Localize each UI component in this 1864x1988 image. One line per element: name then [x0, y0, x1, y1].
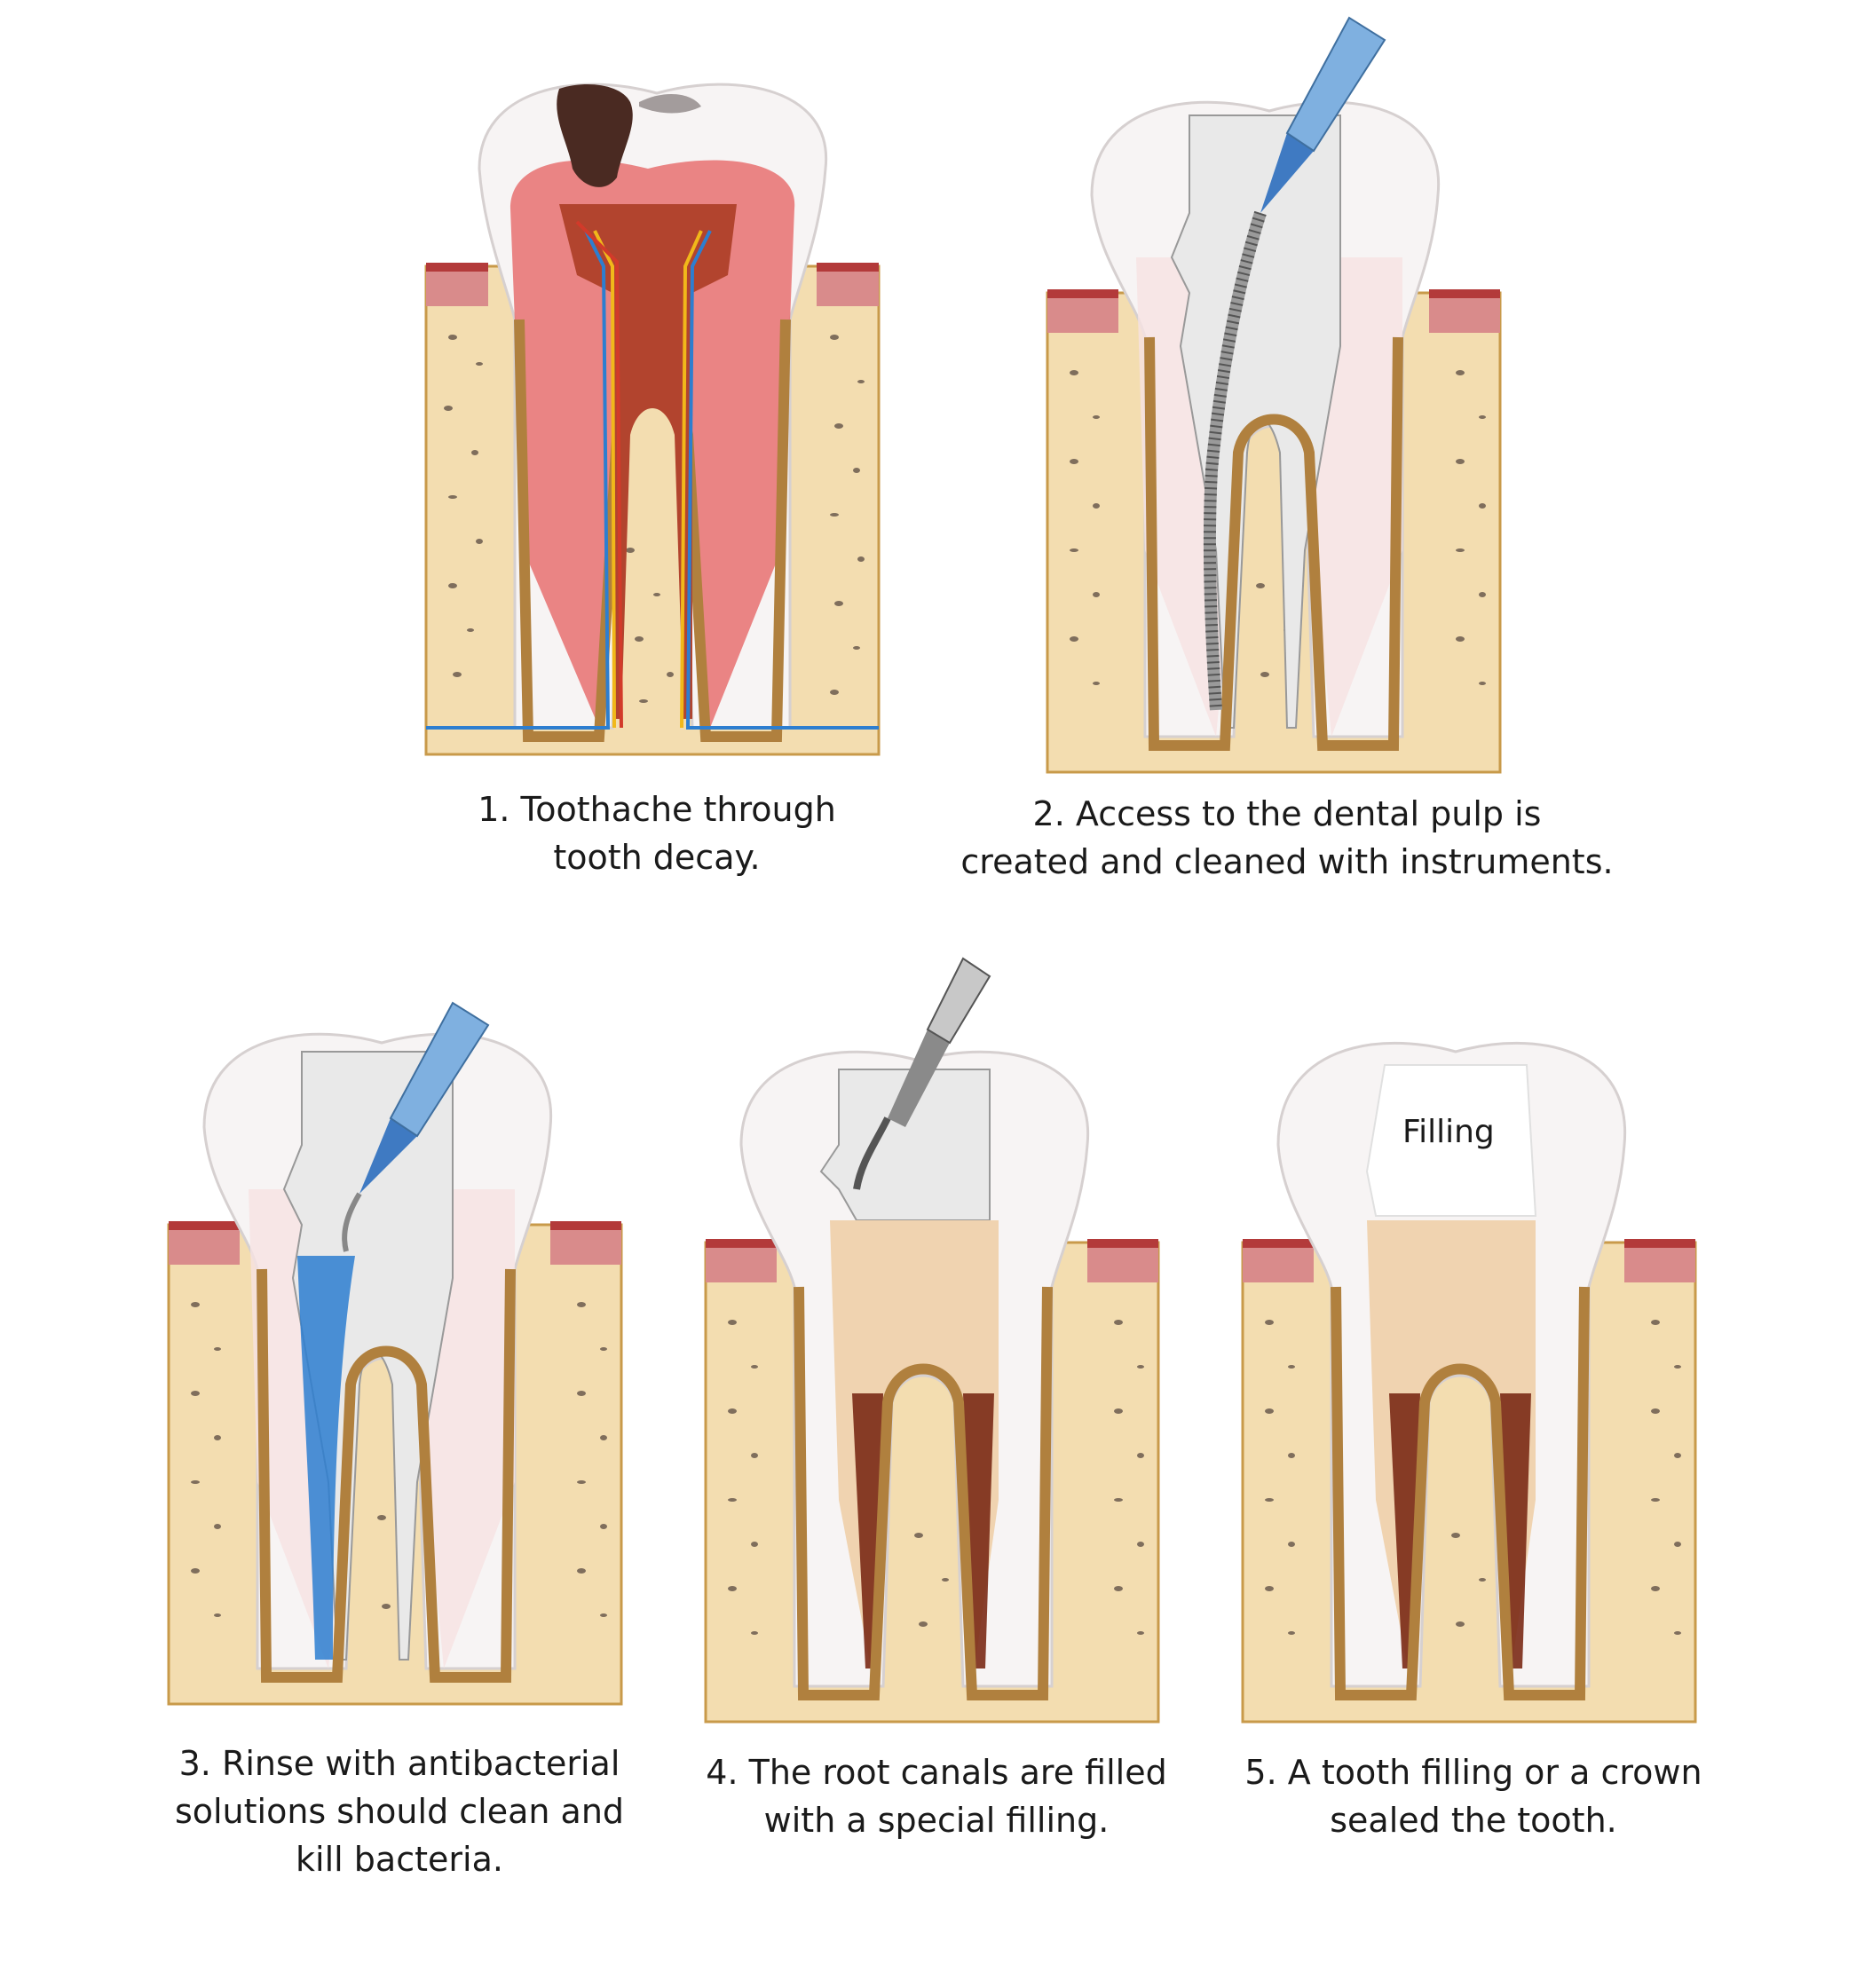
bone-texture [1265, 1320, 1681, 1635]
inflamed-dentin [510, 160, 795, 728]
bone-texture [1070, 370, 1486, 685]
gum-left [1047, 293, 1118, 333]
step-5-panel: Filling 5. A tooth filling or a crown se… [1241, 1012, 1704, 1988]
gum-left [706, 1242, 777, 1282]
step-1-caption: 1. Toothache through tooth decay. [426, 785, 888, 881]
gum-right [1087, 1242, 1158, 1282]
rinse-solution [297, 1256, 355, 1660]
bone-texture [444, 335, 865, 703]
root-outline [794, 1286, 1053, 1700]
filling-label: Filling [1402, 1114, 1495, 1150]
step-2-panel: 2. Access to the dental pulp is created … [960, 16, 1614, 1030]
instrument-handle [888, 957, 991, 1127]
step-3-caption: 3. Rinse with antibacterial solutions sh… [142, 1740, 657, 1883]
step-4-panel: 4. The root canals are filled with a spe… [704, 957, 1167, 1988]
caption-line: 2. Access to the dental pulp is [1032, 794, 1542, 833]
step-2-caption: 2. Access to the dental pulp is created … [959, 790, 1615, 886]
gum-left [169, 1225, 240, 1265]
caption-line: created and cleaned with instruments. [960, 842, 1614, 881]
crown-sealed-illustration [1241, 1041, 1697, 1724]
step-5-caption: 5. A tooth filling or a crown sealed the… [1225, 1748, 1722, 1844]
access-cavity [819, 1069, 991, 1221]
instrument-handle [359, 1001, 490, 1194]
caption-line: kill bacteria. [296, 1840, 503, 1879]
step-1-panel: 1. Toothache through tooth decay. [424, 53, 888, 1030]
root-outline [257, 1268, 516, 1683]
gum-right [1624, 1242, 1695, 1282]
bone-texture [728, 1320, 1144, 1635]
root-outline [1331, 1286, 1590, 1700]
caption-line: 4. The root canals are filled [706, 1753, 1167, 1792]
plugger-tip [853, 1116, 891, 1190]
caption-line: 1. Toothache through [478, 790, 836, 829]
gum-right [550, 1225, 621, 1265]
canal-filling-illustration [704, 957, 1160, 1724]
crown-filling [1365, 1064, 1537, 1217]
gum-left [426, 266, 488, 306]
rinse-illustration [167, 1001, 623, 1706]
step-4-caption: 4. The root canals are filled with a spe… [697, 1748, 1176, 1844]
caption-line: 3. Rinse with antibacterial [178, 1744, 620, 1783]
root-outline [1144, 336, 1403, 751]
decay-stain [639, 93, 701, 114]
caption-line: 5. A tooth filling or a crown [1244, 1753, 1702, 1792]
caption-line: tooth decay. [553, 838, 761, 877]
caption-line: with a special filling. [763, 1801, 1110, 1840]
tooth-decay-illustration [424, 83, 881, 756]
caption-line: sealed the tooth. [1330, 1801, 1617, 1840]
caption-line: solutions should clean and [174, 1792, 625, 1831]
irrigation-needle [342, 1192, 362, 1252]
nerves-and-vessels [426, 220, 879, 730]
gum-right [1429, 293, 1500, 333]
instrument-handle [1260, 16, 1386, 213]
access-cleaning-illustration [1046, 16, 1502, 774]
gum-right [817, 266, 879, 306]
decay-cavity [557, 84, 633, 187]
step-3-panel: 3. Rinse with antibacterial solutions sh… [167, 1001, 630, 1988]
gum-left [1243, 1242, 1314, 1282]
